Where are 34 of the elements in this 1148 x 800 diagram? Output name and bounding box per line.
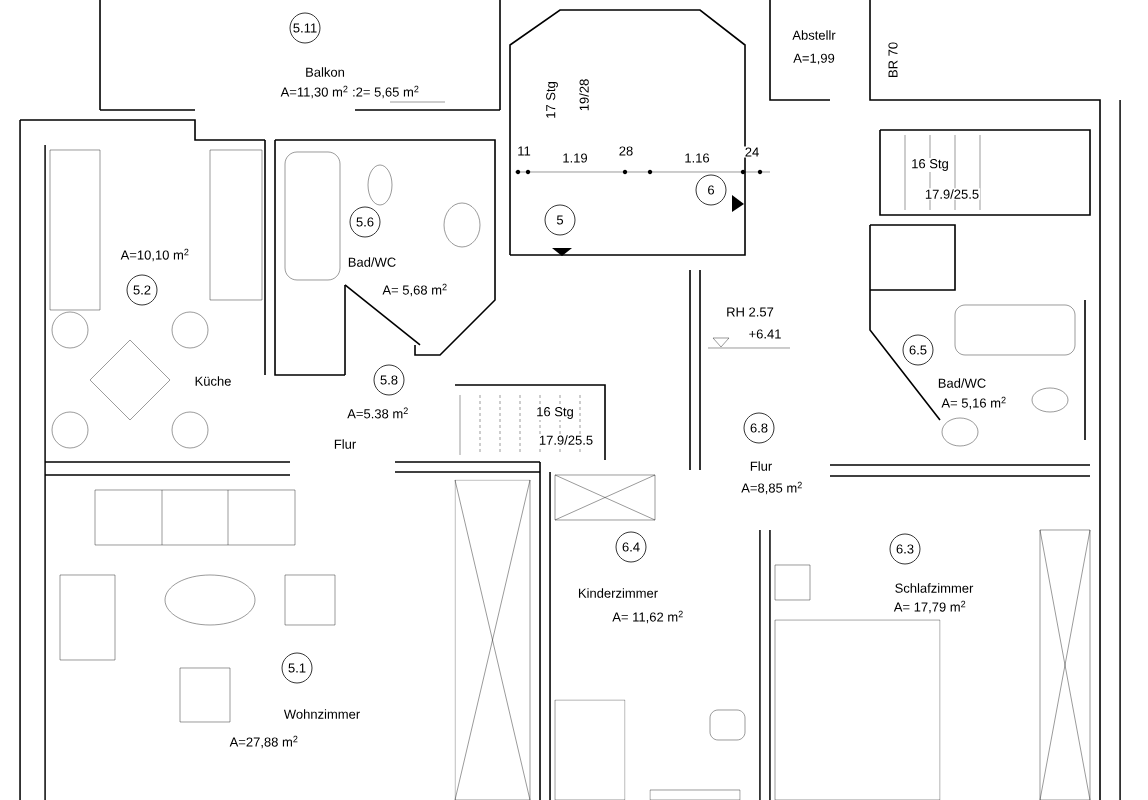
room-label: Schlafzimmer (895, 583, 974, 593)
room-label: Küche (193, 375, 233, 387)
room-label: A=5.38 m$^{2}$ (347, 407, 408, 419)
dimension-label: 16 Stg (535, 406, 575, 420)
room-label: Kinderzimmer (579, 588, 658, 598)
area-label: A=1,99 (792, 52, 836, 66)
room-label: Balkon (306, 67, 345, 77)
dimension-label: 1.16 (683, 152, 711, 164)
dimension-label: 17.9/25.5 (537, 434, 595, 446)
dimension-label: 11 (516, 145, 532, 157)
window-label: BR 70 (887, 40, 899, 80)
dimension-label: 28 (617, 145, 635, 157)
room-label: Flur (334, 439, 356, 449)
height-label: RH 2.57 (725, 306, 775, 318)
room-label: A= 11,62 m$^{2}$ (612, 610, 683, 624)
room-label: A=8,85 m$^{2}$ (741, 481, 802, 495)
dimension-label: 1.19 (561, 152, 589, 164)
room-label: Abstellr (791, 29, 837, 41)
level-label: +6.41 (747, 328, 783, 340)
room-label: A= 5,16 m$^{2}$ (941, 396, 1006, 410)
room-label: Flur (750, 461, 772, 471)
room-label: Bad/WC (348, 257, 396, 267)
room-label: Bad/WC (938, 378, 986, 388)
room-label: A=11,30 m$^{2}$ :2= 5,65 m$^{2}$ (280, 85, 419, 99)
stair-label: 19/28 (578, 77, 590, 113)
room-label: A= 5,68 m$^{2}$ (382, 283, 447, 297)
room-label: A=10,10 m$^{2}$ (120, 248, 189, 262)
room-label: A=27,88 m$^{2}$ (229, 735, 298, 749)
dimension-label: 16 Stg (910, 158, 950, 172)
room-label: A= 17,79 m$^{2}$ (893, 600, 966, 614)
dimension-label: 24 (743, 146, 761, 158)
dimension-label: 17.9/25.5 (923, 188, 981, 200)
room-label: Wohnzimmer (283, 709, 360, 719)
stair-label: 17 Stg (545, 80, 559, 120)
